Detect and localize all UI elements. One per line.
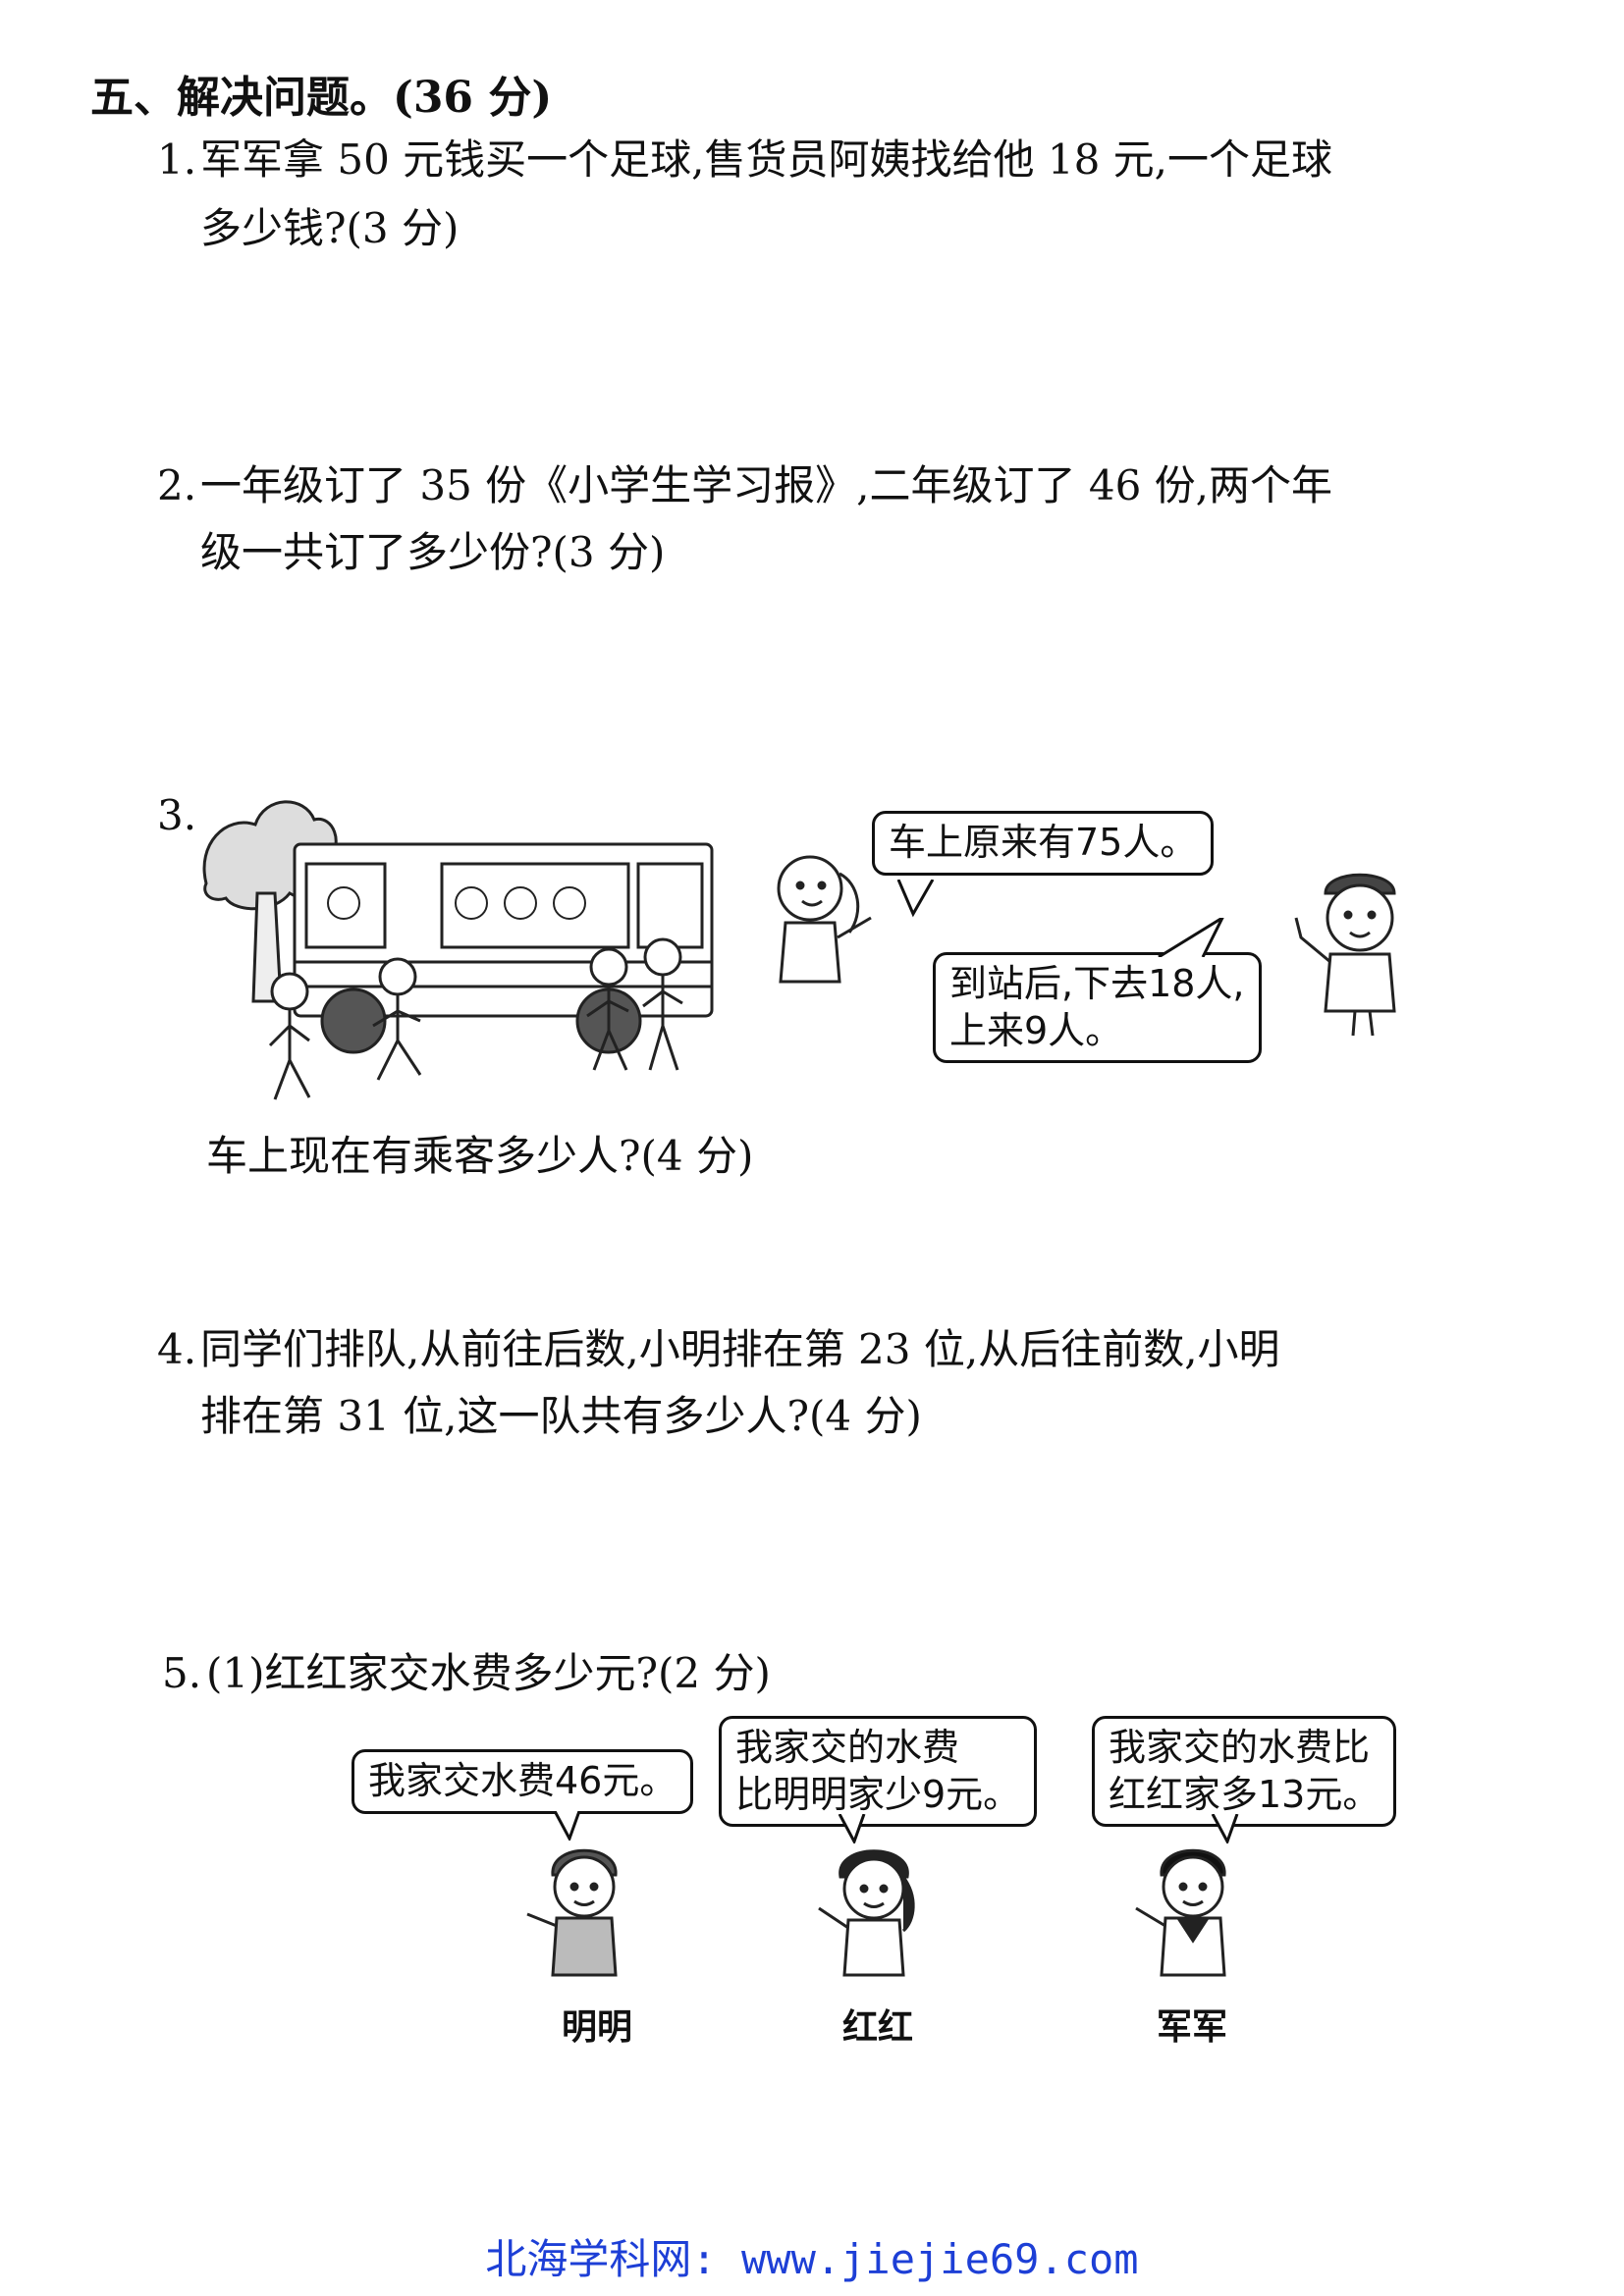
mingming-line1: 我家交水费46元。 [368,1759,677,1802]
problem-4-number: 4. [157,1325,197,1373]
honghong-line1: 我家交的水费 [735,1726,960,1769]
bubble-boy-line2: 上来9人。 [949,1008,1123,1052]
problem-4-line1: 同学们排队,从前往后数,小明排在第 23 位,从后往前数,小明 [200,1325,1280,1373]
problem-1-line2: 多少钱?(3 分) [200,204,460,252]
problem-3-question: 车上现在有乘客多少人?(4 分) [206,1132,754,1180]
speech-bubble-honghong: 我家交的水费 比明明家少9元。 [719,1716,1038,1827]
problem-3-number: 3. [157,791,197,839]
honghong-figure-icon [818,1849,915,1977]
honghong-line2: 比明明家少9元。 [735,1772,1021,1816]
speech-bubble-girl: 车上原来有75人。 [872,811,1215,876]
speaker-name-mingming: 明明 [562,2007,633,2048]
speech-bubble-junjun: 我家交的水费比 红红家多13元。 [1092,1716,1397,1827]
bubble-boy-line1: 到站后,下去18人, [949,962,1245,1005]
section-heading: 五、解决问题。(36 分) [90,73,553,123]
problem-2-line2: 级一共订了多少份?(3 分) [200,528,666,576]
problem-5-question: (1)红红家交水费多少元?(2 分) [206,1649,771,1697]
bus-scene-illustration [202,800,714,1100]
bubble-tail-icon [1211,1814,1239,1843]
passenger-faces [327,886,586,920]
bubble-tail-icon [896,880,935,918]
speech-bubble-mingming: 我家交水费46元。 [352,1749,694,1814]
footer-watermark: 北海学科网: www.jiejie69.com [485,2235,1139,2283]
boy-figure-icon [1294,873,1396,1037]
speaker-name-junjun: 军军 [1157,2007,1228,2048]
problem-4-line2: 排在第 31 位,这一队共有多少人?(4 分) [200,1392,922,1440]
speaker-name-honghong: 红红 [842,2007,914,2048]
bubble-tail-icon [553,1811,581,1841]
children-icons [268,937,683,1100]
junjun-line1: 我家交的水费比 [1109,1726,1371,1769]
junjun-line2: 红红家多13元。 [1109,1772,1380,1816]
bubble-tail-icon [838,1814,866,1843]
problem-2-number: 2. [157,461,197,509]
problem-5-number: 5. [162,1649,202,1697]
junjun-figure-icon [1135,1848,1226,1977]
speech-bubble-boy: 到站后,下去18人, 上来9人。 [933,952,1262,1063]
problem-2-line1: 一年级订了 35 份《小学生学习报》,二年级订了 46 份,两个年 [200,461,1332,509]
bubble-girl-text: 车上原来有75人。 [889,821,1198,864]
bubble-tail-icon [1158,918,1224,957]
problem-1-number: 1. [157,135,197,184]
mingming-figure-icon [526,1848,618,1977]
problem-1-line1: 军军拿 50 元钱买一个足球,售货员阿姨找给他 18 元,一个足球 [200,135,1332,184]
girl-figure-icon [777,855,872,984]
